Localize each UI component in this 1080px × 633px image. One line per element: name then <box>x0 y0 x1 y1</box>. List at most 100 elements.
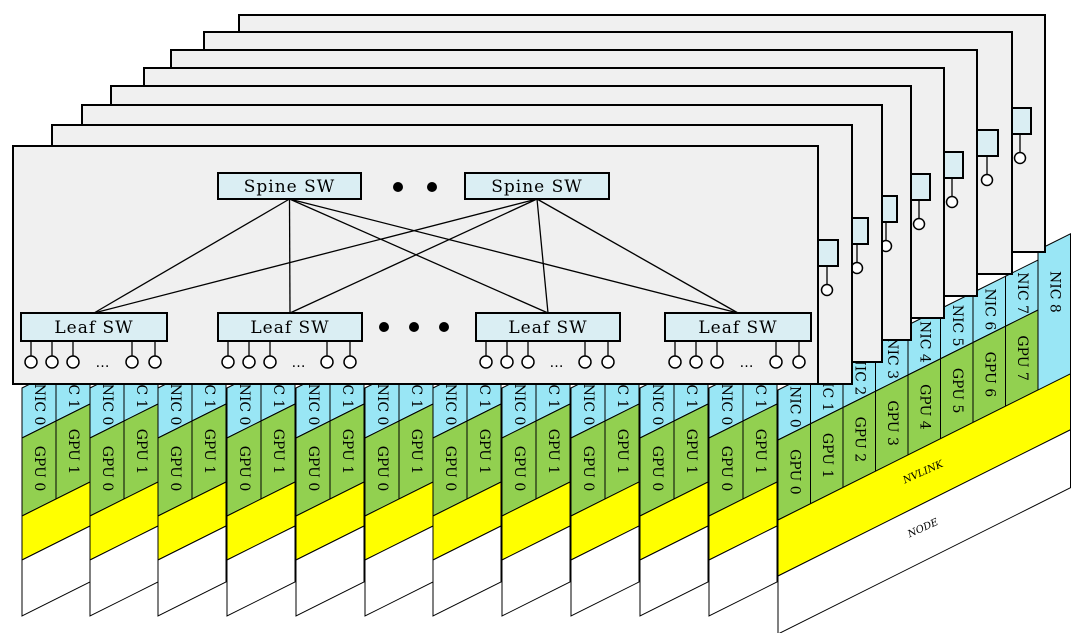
nic-label: NIC 6 <box>981 288 997 330</box>
rail-plane-front <box>12 145 819 385</box>
node-band <box>432 525 502 617</box>
leaf-switch <box>475 312 621 342</box>
port-icon <box>710 355 724 369</box>
nic-label: NIC 5 <box>949 305 965 347</box>
leaf-switch <box>217 312 363 342</box>
nic-label: NIC 0 <box>511 384 527 426</box>
node-band <box>639 525 709 617</box>
gpu-label: GPU 6 <box>981 352 997 398</box>
port-ellipsis: … <box>550 355 564 371</box>
leaf-switch-stub <box>975 129 999 157</box>
port-icon <box>850 261 864 275</box>
nic-label: NIC 4 <box>916 321 932 363</box>
gpu-label: GPU 1 <box>752 429 768 475</box>
port-icon <box>125 355 139 369</box>
nic-label: NIC 8 <box>1046 271 1062 313</box>
ellipsis-dot <box>409 322 419 332</box>
gpu-label: GPU 0 <box>718 446 734 492</box>
leaf-switch <box>664 312 812 342</box>
spine-switch <box>464 172 610 200</box>
port-icon <box>668 355 682 369</box>
port-icon <box>820 283 834 297</box>
ellipsis-dot <box>393 182 403 192</box>
gpu-label: GPU 0 <box>649 446 665 492</box>
leaf-switch-label: Leaf SW <box>698 318 777 338</box>
link-spine-0-leaf-0 <box>93 198 290 314</box>
leaf-switch-label: Leaf SW <box>250 318 329 338</box>
link-spine-1-leaf-1 <box>289 198 538 314</box>
gpu-label: GPU 0 <box>31 446 47 492</box>
gpu-label: GPU 0 <box>374 446 390 492</box>
nic-label: NIC 0 <box>99 384 115 426</box>
port-ellipsis: … <box>292 355 306 371</box>
nic-label: NIC 0 <box>167 384 183 426</box>
nic-label: NIC 7 <box>1014 272 1030 314</box>
spine-switch-label: Spine SW <box>244 177 336 197</box>
port-icon <box>263 355 277 369</box>
gpu-label: GPU 5 <box>949 368 965 414</box>
gpu-label: GPU 7 <box>1014 335 1030 381</box>
port-icon <box>242 355 256 369</box>
gpu-label: GPU 1 <box>545 429 561 475</box>
port-icon <box>45 355 59 369</box>
leaf-switch-label: Leaf SW <box>54 318 133 338</box>
link-spine-0-leaf-1 <box>288 198 291 314</box>
gpu-label: GPU 0 <box>99 446 115 492</box>
nic-label: NIC 0 <box>718 384 734 426</box>
gpu-label: GPU 0 <box>167 446 183 492</box>
link-spine-0-leaf-3 <box>289 198 739 314</box>
port-icon <box>479 355 493 369</box>
gpu-label: GPU 1 <box>339 429 355 475</box>
gpu-label: GPU 1 <box>476 429 492 475</box>
nic-label: NIC 0 <box>580 384 596 426</box>
port-icon <box>945 195 959 209</box>
port-icon <box>500 355 514 369</box>
leaf-switch-label: Leaf SW <box>508 318 587 338</box>
port-icon <box>578 355 592 369</box>
node-band <box>295 525 365 617</box>
node-band <box>157 525 227 617</box>
link-spine-1-leaf-2 <box>536 198 549 314</box>
port-icon <box>601 355 615 369</box>
gpu-label: GPU 1 <box>819 433 835 479</box>
node-band <box>501 525 571 617</box>
port-icon <box>912 217 926 231</box>
nic-label: NIC 0 <box>786 386 802 428</box>
gpu-label: GPU 0 <box>580 446 596 492</box>
node-band <box>226 525 296 617</box>
node-band <box>570 525 640 617</box>
gpu-label: GPU 4 <box>916 384 932 430</box>
port-icon <box>66 355 80 369</box>
port-icon <box>221 355 235 369</box>
port-icon <box>24 355 38 369</box>
spine-switch <box>217 172 362 200</box>
gpu-label: GPU 1 <box>683 429 699 475</box>
gpu-label: GPU 1 <box>65 429 81 475</box>
link-spine-1-leaf-0 <box>93 198 538 314</box>
nic-label: NIC 3 <box>884 337 900 379</box>
gpu-label: GPU 1 <box>270 429 286 475</box>
port-icon <box>769 355 783 369</box>
gpu-label: GPU 2 <box>851 417 867 463</box>
port-icon <box>521 355 535 369</box>
nic-label: NIC 0 <box>442 384 458 426</box>
port-icon <box>148 355 162 369</box>
node-band <box>708 525 778 617</box>
gpu-label: GPU 1 <box>408 429 424 475</box>
port-icon <box>343 355 357 369</box>
gpu-label: GPU 0 <box>511 446 527 492</box>
nic-label: NIC 0 <box>305 384 321 426</box>
gpu-label: GPU 0 <box>442 446 458 492</box>
